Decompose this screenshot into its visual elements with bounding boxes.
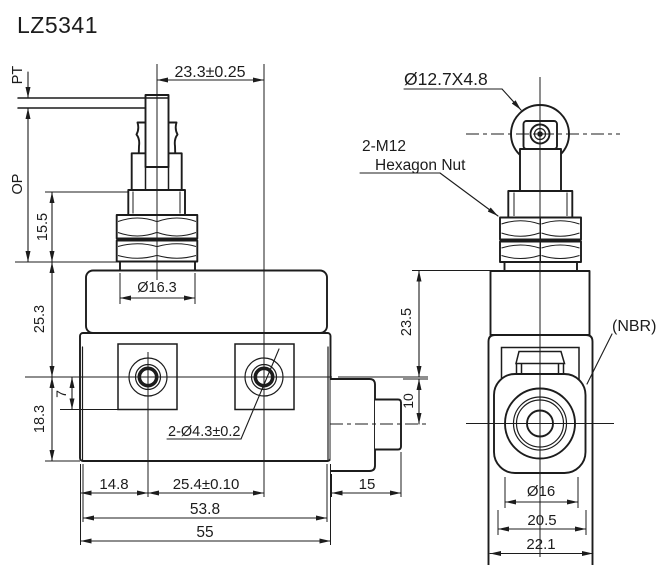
side-view — [466, 77, 620, 565]
label-pretravel: PT — [10, 66, 26, 85]
dim-body-width-inner: 53.8 — [190, 501, 220, 518]
front-head — [85, 269, 328, 334]
connector-block — [330, 378, 376, 472]
label-operating-position: OP — [10, 174, 26, 195]
front-view — [17, 64, 428, 497]
dim-body-width-overall: 55 — [196, 524, 213, 541]
dim-hole-to-bottom: 18.3 — [32, 405, 48, 433]
dim-side-surface-to-hole: 23.5 — [399, 308, 415, 336]
dim-plunger-offset: 23.3±0.25 — [174, 64, 245, 81]
dim-seal-dia: Ø16 — [527, 483, 555, 500]
fork-arm-right — [167, 121, 179, 154]
dim-edge-to-hole: 14.8 — [99, 476, 128, 493]
side-base-plate — [503, 261, 578, 272]
roller-leader — [501, 88, 522, 111]
callout-seal-material: (NBR) — [612, 318, 656, 335]
callout-roller-size: Ø12.7X4.8 — [404, 69, 488, 89]
holes-leader — [240, 348, 280, 440]
fork-arm-left — [135, 121, 147, 154]
drawing-title: LZ5341 — [17, 12, 98, 38]
nut-leader — [439, 172, 499, 217]
dim-connector-offset: 10 — [400, 393, 416, 409]
dim-hole-to-recess: 7 — [53, 390, 69, 398]
dim-base-plate-dia: Ø16.3 — [137, 280, 177, 296]
dim-hole-spacing: 25.4±0.10 — [173, 476, 240, 493]
callout-nut-spec-2: Hexagon Nut — [375, 157, 466, 174]
dim-body-depth-overall: 22.1 — [526, 536, 555, 553]
dim-surface-to-hole: 25.3 — [32, 305, 48, 333]
callout-nut-spec-1: 2-M12 — [362, 138, 406, 155]
nbr-leader — [586, 333, 613, 385]
dim-connector-length: 15 — [359, 476, 376, 493]
dimension-labels: 23.3±0.25 PT OP 15.5 25.3 18.3 7 Ø16.3 2… — [10, 64, 656, 553]
dim-body-depth-inner: 20.5 — [527, 512, 556, 529]
dimension-lines — [15, 71, 613, 556]
callout-mounting-holes: 2-Ø4.3±0.2 — [168, 424, 240, 440]
dim-nut-stack: 15.5 — [35, 213, 51, 241]
